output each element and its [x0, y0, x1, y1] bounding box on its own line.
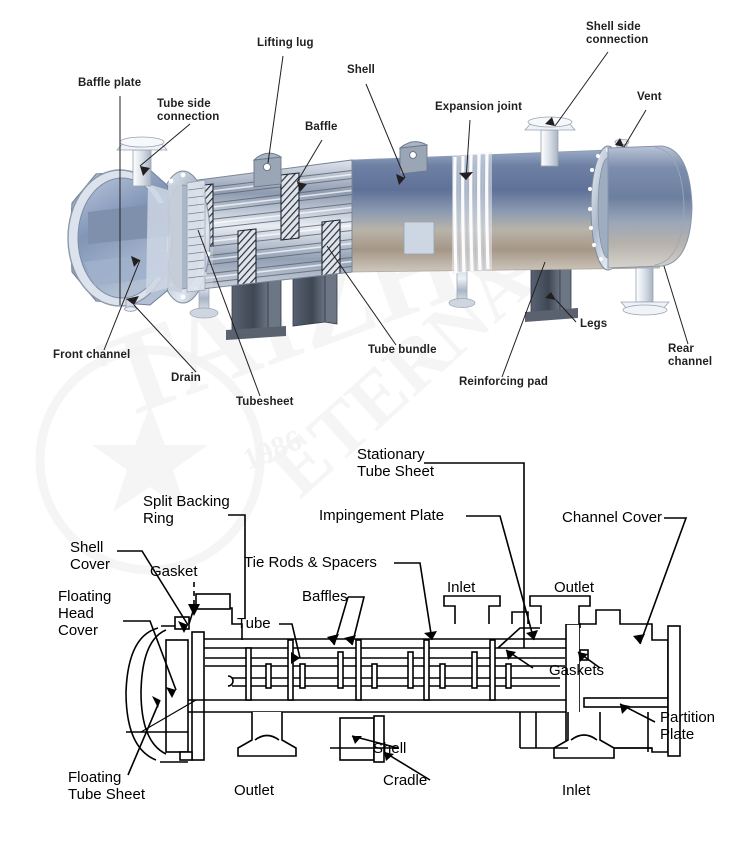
label-reinforcing-pad: Reinforcing pad [459, 376, 548, 388]
leader-rear-channel [663, 265, 689, 345]
leader-floating-head-cover [123, 620, 177, 691]
leader-floating-tube-sheet [127, 699, 161, 776]
leader-tube-side-connection [139, 123, 191, 167]
leader-reinforcing-pad [501, 261, 546, 378]
leader-tie-rods-spacers [394, 562, 433, 641]
leader-tube-bundle [326, 245, 397, 346]
label-baffle: Baffle [305, 121, 338, 133]
label-inlet-top: Inlet [447, 579, 476, 596]
label-outlet-top: Outlet [554, 579, 595, 596]
leader-cradle [383, 751, 431, 781]
label-lifting-lug: Lifting lug [257, 37, 314, 49]
leader-channel-cover [639, 517, 688, 645]
bottom-leader-lines [117, 462, 688, 781]
rear-bottom-nozzle [620, 267, 670, 316]
expansion-joint [452, 152, 492, 274]
reinforcing-pad [403, 221, 435, 255]
label-gasket: Gasket [150, 563, 198, 580]
rear-channel [607, 145, 693, 269]
tubesheet [186, 179, 206, 293]
watermark-star-icon [92, 405, 208, 512]
watermark-circle [35, 345, 265, 575]
label-impingement-plate: Impingement Plate [319, 507, 444, 524]
leader-drain [133, 304, 197, 373]
label-tie-rods-spacers: Tie Rods & Spacers [244, 554, 377, 571]
label-tubesheet: Tubesheet [236, 396, 294, 408]
leader-front-channel [103, 259, 141, 351]
label-tube-bundle: Tube bundle [368, 344, 437, 356]
top-leader-lines [103, 51, 689, 397]
label-baffle-plate: Baffle plate [78, 77, 141, 89]
leader-expansion-joint [465, 119, 471, 181]
leader-stationary-tube-sheet [424, 462, 525, 648]
top-leader-arrowheads [126, 117, 624, 305]
leader-vent [623, 109, 647, 148]
leader-shell-side-connection [554, 51, 609, 127]
label-baffles: Baffles [302, 588, 348, 605]
label-gaskets: Gaskets [549, 662, 604, 679]
label-outlet-bottom: Outlet [234, 782, 275, 799]
leader-baffles [348, 596, 366, 646]
label-drain: Drain [171, 372, 201, 384]
label-shell-bottom: Shell [373, 740, 406, 757]
label-vent: Vent [637, 91, 662, 103]
label-channel-cover: Channel Cover [562, 509, 662, 526]
leader-impingement-plate [466, 515, 535, 641]
label-tube: Tube [237, 615, 271, 632]
leader-shell-cover [117, 550, 189, 626]
label-shell: Shell [347, 64, 375, 76]
lifting-lug [252, 152, 283, 188]
leader-shell [365, 83, 406, 179]
label-expansion-joint: Expansion joint [435, 101, 522, 113]
leader-baffle [296, 139, 323, 183]
label-cradle: Cradle [383, 772, 427, 789]
leader-split-backing-ring [228, 514, 246, 618]
bottom-leader-arrowheads [152, 604, 645, 761]
front-channel [67, 169, 211, 307]
label-legs: Legs [580, 318, 607, 330]
leader-tubesheet [197, 229, 261, 397]
leader-lifting-lug [267, 55, 284, 164]
label-front-channel: Front channel [53, 349, 130, 361]
leader-tube [279, 623, 301, 659]
leader-legs [555, 299, 577, 323]
label-inlet-bottom: Inlet [562, 782, 591, 799]
